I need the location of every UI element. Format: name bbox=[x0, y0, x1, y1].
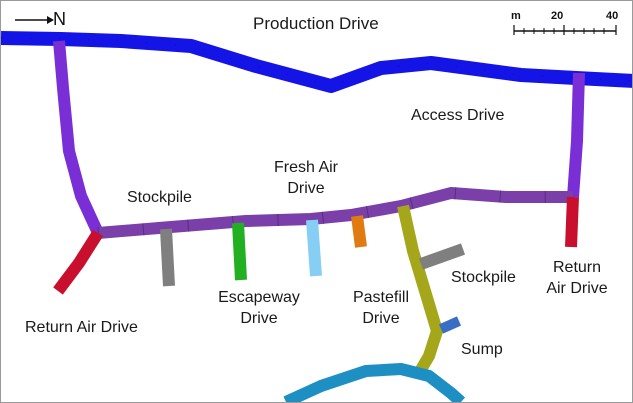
sump-label: Sump bbox=[461, 341, 503, 358]
escapeway-drive-label: Escapeway Drive bbox=[218, 289, 300, 327]
access-drive-label: Access Drive bbox=[411, 107, 505, 124]
fresh-air-drive-tunnel bbox=[97, 187, 573, 239]
compass-label: N bbox=[53, 9, 66, 29]
north-arrow-icon bbox=[15, 16, 54, 24]
production-drive-label: Production Drive bbox=[253, 14, 379, 33]
left-access-ramp bbox=[53, 40, 104, 236]
right-access-ramp bbox=[567, 72, 585, 198]
light-blue-drive-tunnel bbox=[306, 219, 322, 277]
production-drive-tunnel bbox=[1, 31, 632, 93]
decline-tunnel bbox=[283, 363, 466, 402]
scale-bar: m 20 40 bbox=[506, 9, 624, 39]
stockpile-right-label: Stockpile bbox=[451, 269, 516, 286]
pastefill-drive-tunnel bbox=[397, 204, 443, 377]
orange-drive-tunnel bbox=[351, 215, 367, 248]
sump-tunnel bbox=[438, 316, 462, 334]
scale-tick-label: 20 bbox=[551, 10, 564, 22]
scale-unit: m bbox=[511, 10, 521, 22]
scale-tick-label: 40 bbox=[606, 10, 619, 22]
return-air-drive-left-tunnel bbox=[53, 229, 104, 295]
return-air-drive-right-tunnel bbox=[565, 196, 579, 248]
scale-ruler-icon bbox=[513, 25, 617, 35]
escapeway-drive-tunnel bbox=[232, 222, 247, 281]
return-air-drive-right-label: Return Air Drive bbox=[546, 259, 608, 297]
pastefill-drive-label: Pastefill Drive bbox=[352, 289, 410, 327]
fresh-air-drive-label: Fresh Air Drive bbox=[273, 159, 338, 197]
return-air-drive-left-label: Return Air Drive bbox=[25, 319, 138, 336]
stockpile-left-tunnel bbox=[160, 228, 175, 287]
stockpile-left-label: Stockpile bbox=[127, 189, 192, 206]
stockpile-right-tunnel bbox=[418, 243, 466, 270]
